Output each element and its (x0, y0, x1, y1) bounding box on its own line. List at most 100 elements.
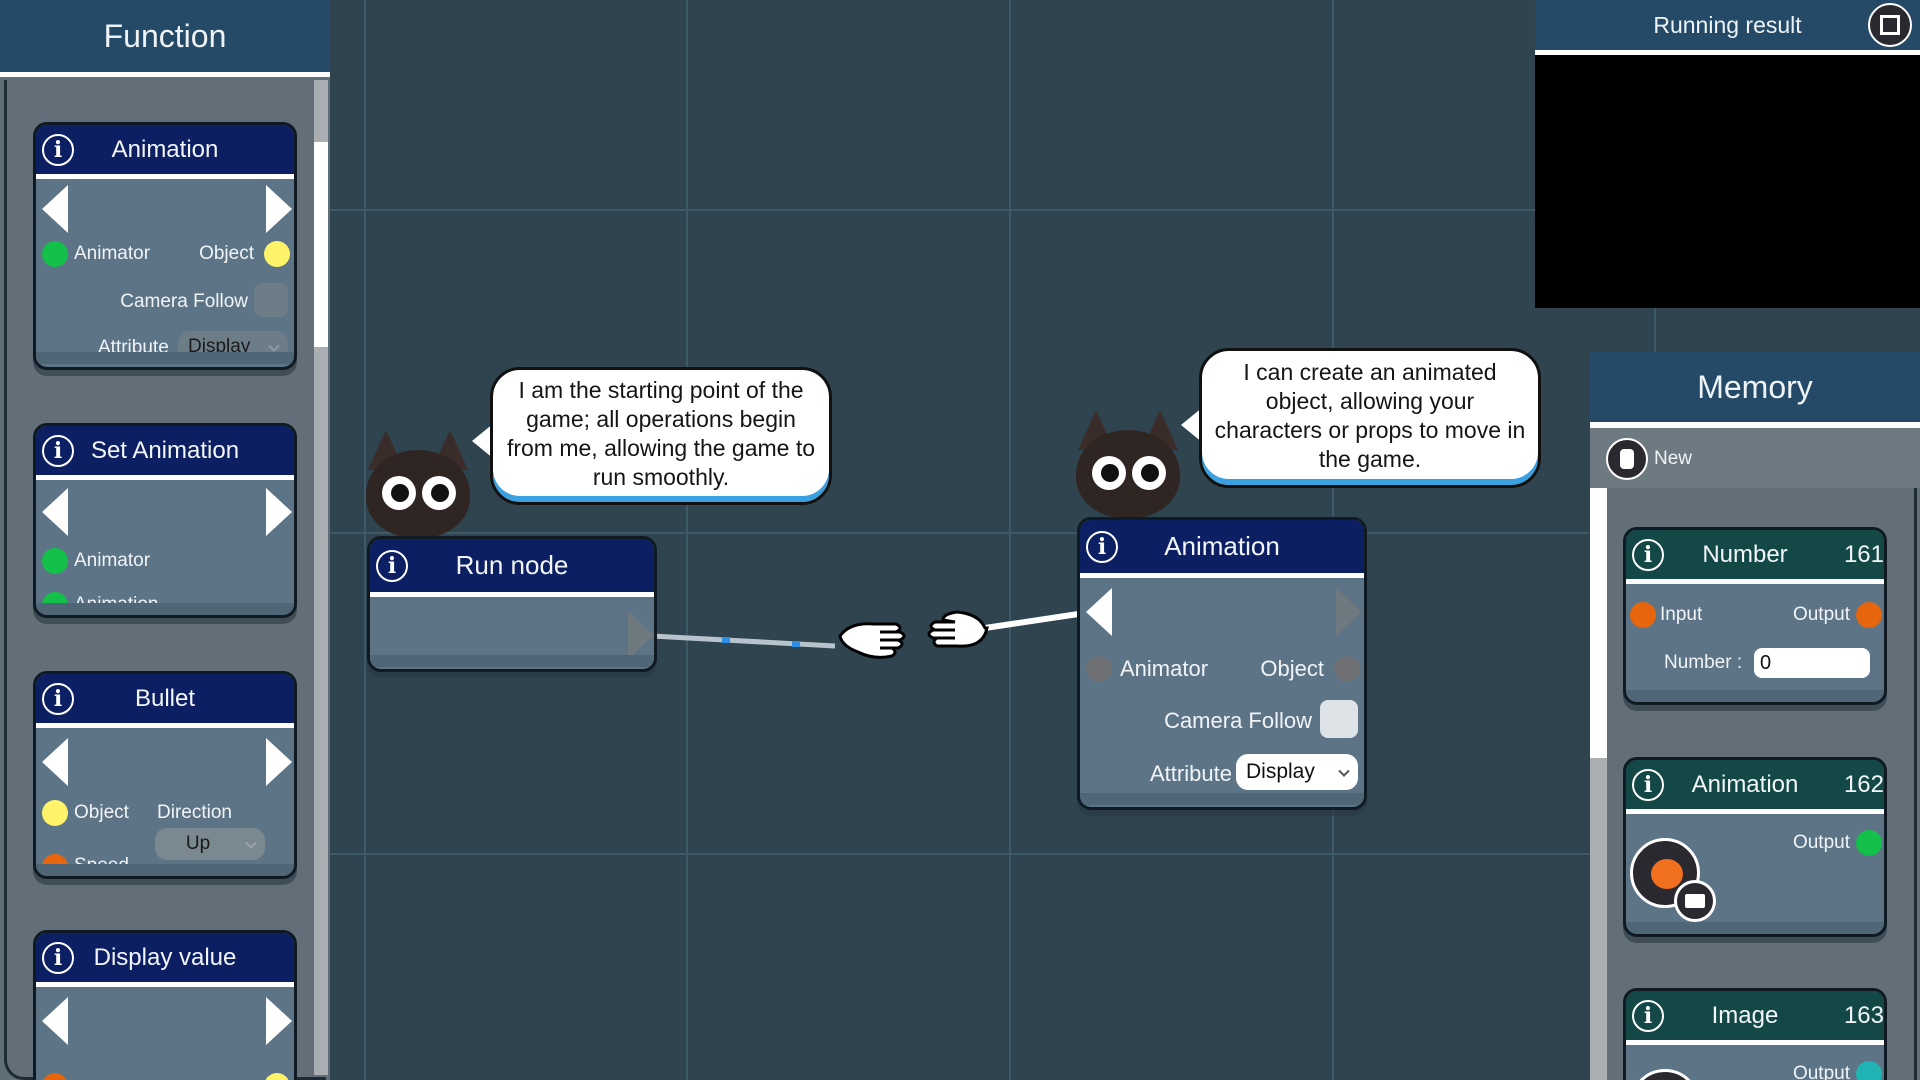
dropdown-value: Up (185, 833, 211, 854)
chevron-down-icon (268, 340, 280, 352)
scrollbar-thumb[interactable] (1590, 488, 1607, 758)
node-title: Image (1711, 1001, 1779, 1029)
node-footer (1626, 690, 1884, 702)
node-header[interactable]: i Image 163 (1626, 991, 1884, 1045)
memory-node-animation[interactable]: i Animation 162 Output (1623, 757, 1887, 937)
animation-thumbnail[interactable] (1630, 838, 1700, 908)
image-thumbnail[interactable] (1630, 1069, 1700, 1080)
divider (0, 72, 330, 77)
info-icon[interactable]: i (1632, 768, 1664, 801)
port-output[interactable] (1856, 602, 1882, 628)
open-folder-button[interactable] (1674, 880, 1716, 922)
flow-in-arrow-icon[interactable] (1086, 588, 1112, 636)
attribute-dropdown[interactable]: Display (1236, 754, 1358, 790)
camera-follow-label: Camera Follow (120, 291, 248, 312)
port-output[interactable] (264, 1073, 290, 1080)
attribute-label: Attribute (1150, 761, 1232, 786)
bird-sprite-icon (1651, 859, 1683, 889)
flow-in-arrow-icon[interactable] (42, 997, 68, 1045)
port-input[interactable] (42, 1073, 68, 1080)
run-node[interactable]: i Run node (367, 536, 657, 672)
node-title: Set Animation (90, 436, 240, 464)
grid-line (686, 0, 688, 1080)
info-icon[interactable]: i (42, 133, 74, 166)
direction-dropdown[interactable]: Up (155, 828, 265, 860)
flow-in-arrow-icon[interactable] (42, 488, 68, 536)
port-animator[interactable] (42, 241, 68, 267)
node-footer (36, 352, 294, 364)
function-node-animation[interactable]: i Animation Animator Object Camera Follo… (33, 122, 297, 370)
flow-out-arrow-icon[interactable] (266, 185, 292, 233)
new-label: New (1654, 448, 1693, 469)
camera-follow-checkbox[interactable] (254, 283, 288, 317)
memory-scrollbar[interactable] (1590, 488, 1607, 1080)
hand-right-icon (927, 610, 989, 648)
node-title: Display value (93, 943, 237, 971)
info-icon[interactable]: i (1086, 530, 1118, 563)
node-header[interactable]: i Animation (36, 125, 294, 179)
info-icon[interactable]: i (376, 549, 408, 582)
flow-out-arrow-icon[interactable] (266, 997, 292, 1045)
stop-button[interactable] (1868, 3, 1912, 47)
node-header[interactable]: i Number 161 (1626, 530, 1884, 584)
memory-id: 161 (1843, 540, 1884, 568)
function-scrollbar[interactable] (314, 80, 328, 1075)
function-node-bullet[interactable]: i Bullet Object Direction Up Speed (33, 671, 297, 879)
function-node-display-value[interactable]: i Display value (33, 930, 297, 1080)
dropdown-value: Display (1246, 760, 1315, 783)
node-header[interactable]: i Set Animation (36, 426, 294, 480)
scrollbar-thumb[interactable] (314, 142, 328, 347)
direction-label: Direction (157, 802, 232, 823)
port-input[interactable] (1630, 602, 1656, 628)
info-icon[interactable]: i (42, 941, 74, 974)
info-icon[interactable]: i (1632, 538, 1664, 571)
node-title: Number (1702, 540, 1788, 568)
grid-line (1009, 0, 1011, 1080)
flow-out-arrow-icon[interactable] (628, 611, 654, 659)
port-animator[interactable] (1086, 656, 1112, 682)
node-header[interactable]: i Animation (1080, 520, 1364, 578)
flow-out-arrow-icon[interactable] (1336, 588, 1362, 636)
speech-bubble-tail (472, 423, 494, 459)
node-title: Run node (455, 550, 569, 580)
stop-square-icon (1880, 15, 1900, 35)
node-header[interactable]: i Animation 162 (1626, 760, 1884, 814)
flow-in-arrow-icon[interactable] (42, 738, 68, 786)
port-object[interactable] (264, 241, 290, 267)
grid-line (364, 0, 366, 1080)
node-header[interactable]: i Display value (36, 933, 294, 987)
memory-node-image[interactable]: i Image 163 Output (1623, 988, 1887, 1080)
port-label: Output (1792, 832, 1850, 853)
port-label: Animator (1120, 656, 1209, 681)
port-label: Animator (74, 550, 151, 571)
info-icon[interactable]: i (42, 434, 74, 467)
camera-follow-label: Camera Follow (1164, 708, 1312, 733)
info-icon[interactable]: i (42, 682, 74, 715)
number-input[interactable]: 0 (1754, 648, 1870, 678)
flow-in-arrow-icon[interactable] (42, 185, 68, 233)
node-footer (1080, 793, 1364, 805)
node-header[interactable]: i Run node (370, 539, 654, 597)
cat-mascot (1072, 410, 1184, 520)
node-title: Animation (1691, 770, 1799, 798)
folder-open-icon (1685, 894, 1705, 908)
speech-bubble-tail (1181, 407, 1203, 443)
memory-node-number[interactable]: i Number 161 Input Output Number : 0 (1623, 527, 1887, 705)
flow-out-arrow-icon[interactable] (266, 488, 292, 536)
node-header[interactable]: i Bullet (36, 674, 294, 728)
info-icon[interactable]: i (1632, 999, 1664, 1032)
port-output[interactable] (1856, 830, 1882, 856)
port-object[interactable] (1334, 656, 1360, 682)
camera-follow-checkbox[interactable] (1320, 700, 1358, 738)
new-memory-button[interactable]: New (1590, 428, 1920, 488)
database-icon (1606, 438, 1648, 480)
flow-out-arrow-icon[interactable] (266, 738, 292, 786)
port-object[interactable] (42, 800, 68, 826)
port-output[interactable] (1856, 1061, 1882, 1080)
animation-node[interactable]: i Animation Animator Object Camera Follo… (1077, 517, 1367, 810)
port-animator[interactable] (42, 548, 68, 574)
function-node-set-animation[interactable]: i Set Animation Animator Animation (33, 423, 297, 618)
speech-bubble-animation-node: I can create an animated object, allowin… (1199, 348, 1541, 488)
port-label: Object (74, 802, 129, 823)
